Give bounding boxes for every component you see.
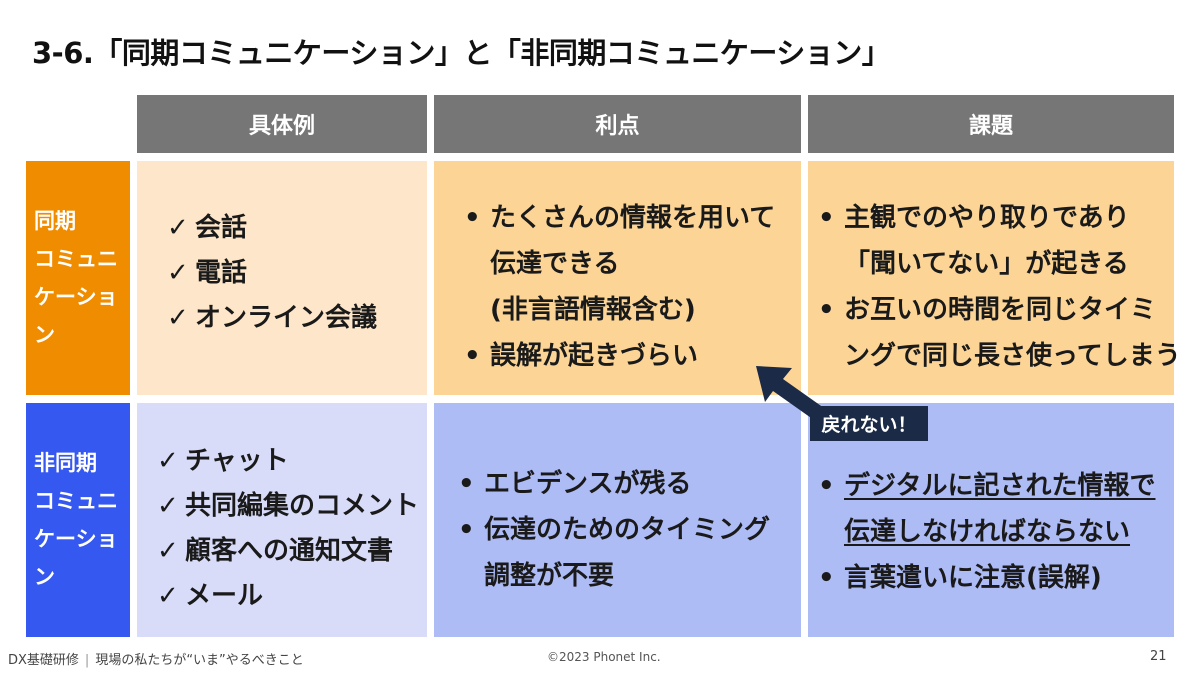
- footer-left: DX基礎研修 | 現場の私たちが“いま”やるべきこと: [8, 649, 304, 668]
- async-examples-cell: ✓チャット ✓共同編集のコメント ✓顧客への通知文書 ✓メール: [137, 403, 427, 637]
- list-item: • たくさんの情報を用いて 伝達できる (非言語情報含む): [460, 195, 801, 333]
- list-item: ✓電話: [167, 251, 427, 296]
- row-label-line: ケーション: [34, 527, 118, 589]
- row-label-line: 同期: [34, 209, 76, 233]
- row-label-line: コミュニ: [34, 247, 118, 271]
- row-label-async: 非同期 コミュニ ケーション: [26, 403, 130, 637]
- list-item: • デジタルに記された情報で 伝達しなければならない: [814, 463, 1174, 555]
- list-item: ✓オンライン会議: [167, 296, 427, 341]
- list-item: ✓会話: [167, 206, 427, 251]
- list-item: • 伝達のためのタイミング 調整が不要: [454, 507, 801, 599]
- bullet-icon: •: [818, 563, 835, 593]
- sync-issues-cell: • 主観でのやり取りであり 「聞いてない」が起きる • お互いの時間を同じタイミ…: [808, 161, 1181, 395]
- check-icon: ✓: [167, 258, 189, 288]
- footer-copyright: ©2023 Phonet Inc.: [547, 650, 661, 664]
- list-item: • 主観でのやり取りであり 「聞いてない」が起きる: [814, 195, 1174, 287]
- list-item: • 誤解が起きづらい: [460, 333, 801, 379]
- async-issues-cell: • デジタルに記された情報で 伝達しなければならない • 言葉遣いに注意(誤解): [808, 403, 1174, 637]
- row-label-line: コミュニ: [34, 489, 118, 513]
- bullet-icon: •: [818, 203, 835, 233]
- list-item: • お互いの時間を同じタイミ ングで同じ長さ使ってしまう: [814, 287, 1181, 379]
- bullet-icon: •: [818, 471, 835, 501]
- bullet-icon: •: [464, 341, 481, 371]
- sync-advantages-cell: • たくさんの情報を用いて 伝達できる (非言語情報含む) • 誤解が起きづらい: [434, 161, 801, 395]
- footer-course: DX基礎研修: [8, 653, 79, 668]
- row-label-sync: 同期 コミュニ ケーション: [26, 161, 130, 395]
- check-icon: ✓: [157, 446, 179, 476]
- list-item: • 言葉遣いに注意(誤解): [814, 555, 1174, 601]
- check-icon: ✓: [157, 491, 179, 521]
- bullet-icon: •: [458, 469, 475, 499]
- list-item: ✓顧客への通知文書: [157, 529, 427, 574]
- check-icon: ✓: [167, 303, 189, 333]
- sync-examples-cell: ✓会話 ✓電話 ✓オンライン会議: [137, 161, 427, 395]
- column-header-advantages: 利点: [434, 95, 801, 153]
- list-item: ✓共同編集のコメント: [157, 484, 427, 529]
- async-advantages-cell: • エビデンスが残る • 伝達のためのタイミング 調整が不要: [434, 403, 801, 637]
- list-item: ✓チャット: [157, 439, 427, 484]
- callout-badge: 戻れない！: [810, 406, 928, 441]
- check-icon: ✓: [157, 536, 179, 566]
- list-item: ✓メール: [157, 574, 427, 619]
- check-icon: ✓: [157, 581, 179, 611]
- list-item: • エビデンスが残る: [454, 461, 801, 507]
- footer-subtitle: 現場の私たちが“いま”やるべきこと: [95, 653, 304, 668]
- check-icon: ✓: [167, 213, 189, 243]
- row-label-line: ケーション: [34, 285, 118, 347]
- arrow-up-left-icon: [756, 366, 824, 420]
- row-label-line: 非同期: [34, 451, 97, 475]
- bullet-icon: •: [458, 515, 475, 545]
- page-number: 21: [1150, 649, 1167, 664]
- footer-separator: |: [84, 653, 90, 668]
- bullet-icon: •: [818, 295, 835, 325]
- column-header-examples: 具体例: [137, 95, 427, 153]
- bullet-icon: •: [464, 203, 481, 233]
- column-header-issues: 課題: [808, 95, 1174, 153]
- page-title: 3-6.「同期コミュニケーション」と「非同期コミュニケーション」: [32, 36, 891, 70]
